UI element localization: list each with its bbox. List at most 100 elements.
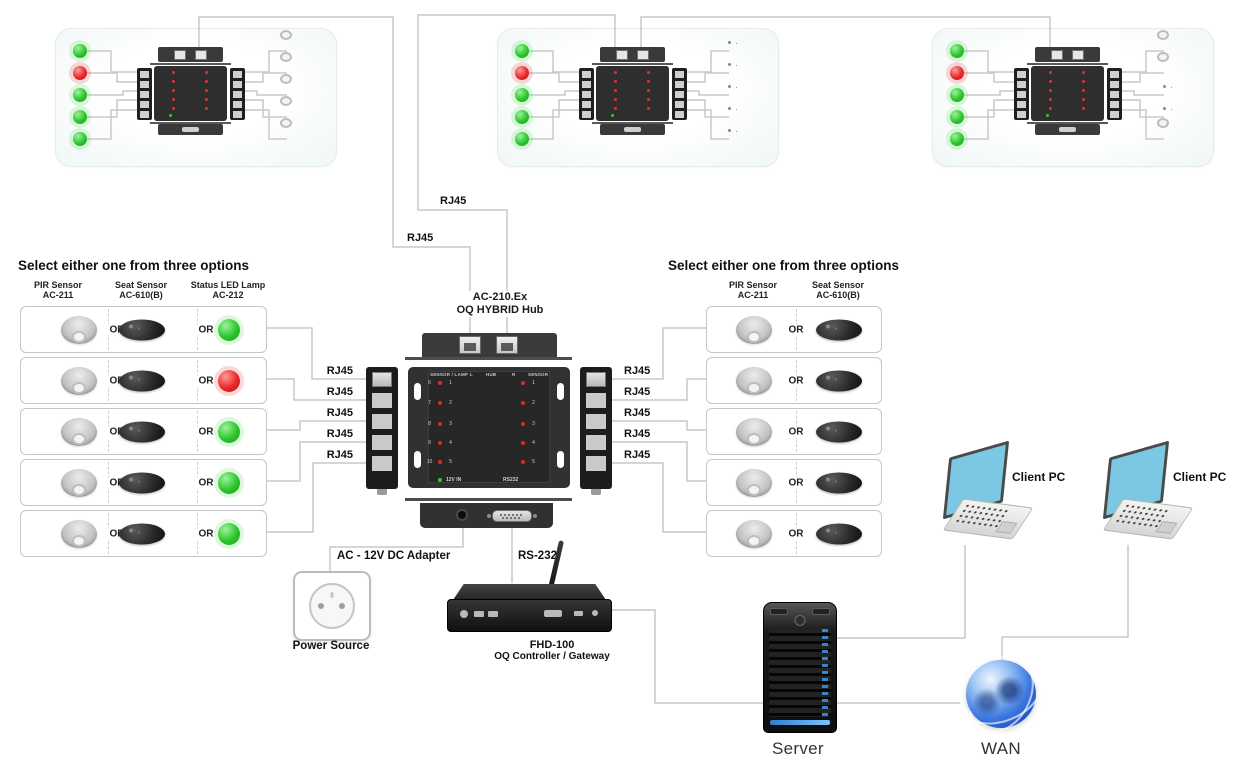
option-row: OR OR	[20, 357, 267, 404]
option-row: OR	[706, 357, 882, 404]
led-column	[205, 71, 208, 74]
power-source-label: Power Source	[292, 640, 370, 652]
port-number: 8	[428, 421, 431, 427]
pir-lens	[72, 534, 86, 547]
central-hub-top-ports	[422, 333, 557, 357]
status-led-icon	[950, 110, 964, 124]
option-row: OR OR	[20, 408, 267, 455]
column-header-pir: PIR Sensor AC-211	[708, 280, 798, 301]
server-handle	[812, 608, 830, 615]
red-led-icon	[521, 381, 525, 385]
rj45-jacks-icon	[372, 372, 392, 387]
status-led-icon	[218, 318, 240, 341]
status-led-icon	[950, 88, 964, 102]
or-label: OR	[785, 528, 807, 539]
pir-lens	[747, 483, 761, 496]
hub-bottom-ports	[600, 124, 665, 135]
red-led-icon	[521, 422, 525, 426]
or-label: OR	[195, 477, 217, 488]
rj45-jacks-icon	[582, 71, 591, 78]
status-led-icon	[73, 110, 87, 124]
satellite-hub-device	[55, 28, 335, 165]
pir-lens	[747, 432, 761, 445]
option-row: OR OR	[20, 306, 267, 353]
header-line: Status LED Lamp	[190, 280, 266, 290]
dc-jack-icon	[456, 509, 468, 521]
rj45-strip	[230, 68, 245, 120]
client-pc-icon	[940, 440, 1036, 548]
seat-sensor-icon	[816, 472, 862, 493]
status-led-icon	[950, 66, 964, 80]
legend-l: L	[470, 372, 473, 377]
header-line: PIR Sensor	[728, 280, 777, 290]
port-number: 4	[449, 440, 452, 446]
header-line: AC-212	[212, 290, 244, 301]
rj45-strip	[1014, 68, 1029, 120]
rj45-jacks-icon	[675, 71, 684, 78]
or-label: OR	[785, 477, 807, 488]
pir-sensor-icon	[736, 366, 772, 395]
hub-cluster-3	[932, 28, 1212, 165]
pir-sensor-icon	[61, 468, 97, 497]
rj45-strip	[672, 68, 687, 120]
client-pc-label: Client PC	[1173, 470, 1227, 484]
port-number: 3	[449, 421, 452, 427]
led-column	[647, 71, 650, 74]
or-label: OR	[195, 426, 217, 437]
port-number: 10	[426, 459, 433, 465]
hub-model: AC-210.Ex	[472, 291, 528, 303]
rj45-port-icon	[195, 49, 207, 60]
rj45-port-icon	[459, 336, 481, 354]
red-led-icon	[521, 441, 525, 445]
adapter-label: AC - 12V DC Adapter	[337, 550, 451, 562]
rj45-jacks-icon	[233, 71, 242, 78]
central-hub-label: AC-210.Ex OQ HYBRID Hub	[425, 291, 575, 318]
hub-cluster-1	[55, 28, 335, 165]
seat-sensor-icon	[816, 370, 862, 391]
power-led	[1046, 114, 1049, 117]
or-label: OR	[785, 426, 807, 437]
satellite-hub-device	[932, 28, 1212, 165]
option-row: OR	[706, 408, 882, 455]
port-number: 5	[532, 459, 535, 465]
red-led-icon	[438, 441, 442, 445]
rj45-label: RJ45	[326, 449, 353, 461]
rj45-label: RJ45	[624, 365, 651, 377]
header-line: AC-211	[737, 290, 769, 301]
hub-led-row: 1	[521, 379, 551, 387]
header-line: Seat Sensor	[114, 280, 168, 290]
server-bays	[769, 628, 831, 717]
hub-body	[1031, 66, 1104, 121]
db9-pins	[500, 514, 502, 516]
status-led-icon	[515, 88, 529, 102]
hub-bottom-ports	[158, 124, 223, 135]
rj45-jacks-icon	[586, 372, 606, 387]
status-led-icon	[515, 66, 529, 80]
wan-globe-icon	[966, 660, 1036, 728]
header-line: AC-610(B)	[816, 290, 860, 301]
rj45-label: RJ45	[326, 365, 353, 377]
rj45-jacks-icon	[140, 71, 149, 78]
controller-name-label: OQ Controller / Gateway	[494, 651, 610, 662]
mount-slot	[557, 383, 564, 400]
port-number: 5	[449, 459, 452, 465]
rj45-strip-left	[366, 367, 398, 489]
v12-label: 12V IN	[446, 477, 462, 483]
hub-body	[154, 66, 227, 121]
outlet-hole	[339, 603, 345, 609]
status-led-icon	[950, 132, 964, 146]
red-led-icon	[438, 401, 442, 405]
rj45-port-icon	[637, 49, 649, 60]
status-led-icon	[950, 44, 964, 58]
hub-led-row: 5	[521, 458, 551, 466]
rj45-label: RJ45	[326, 386, 353, 398]
rj45-strip	[137, 68, 152, 120]
seat-sensor-icon	[816, 421, 862, 442]
or-label: OR	[195, 375, 217, 386]
seat-sensor-icon	[816, 523, 862, 544]
pir-sensor-icon	[736, 519, 772, 548]
usb-port-icon	[574, 611, 583, 616]
